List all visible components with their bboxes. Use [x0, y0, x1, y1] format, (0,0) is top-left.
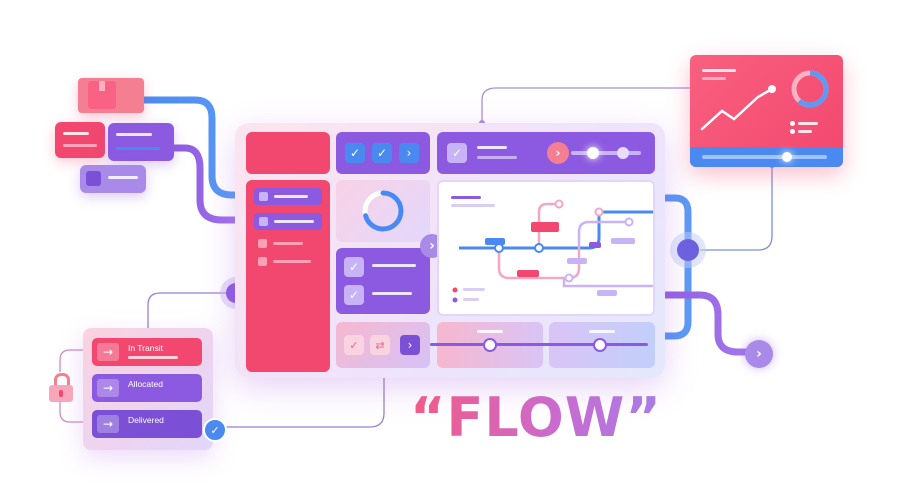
donut-chart-icon: [362, 190, 404, 232]
info-card-pink: [55, 122, 105, 158]
chevron-right-icon[interactable]: ›: [547, 142, 569, 164]
check-icon[interactable]: ✓: [344, 257, 364, 277]
chevron-right-icon[interactable]: ›: [400, 335, 420, 355]
arrow-right-icon: →: [97, 415, 119, 433]
status-label: In Transit: [128, 343, 163, 353]
list-item[interactable]: [254, 188, 322, 205]
info-card-purple: [108, 123, 174, 161]
list-item[interactable]: [258, 239, 267, 248]
connector-lock: [59, 349, 90, 423]
chevron-right-icon[interactable]: ›: [745, 340, 773, 368]
connector-dashboard-to-node: [700, 165, 773, 251]
arrow-right-icon: →: [97, 379, 119, 397]
connector-board-to-dashboard: [481, 87, 690, 123]
check-icon[interactable]: ✓: [447, 143, 467, 163]
trend-up-icon: [700, 85, 776, 131]
board-header-pink: [246, 132, 330, 174]
analytics-progress-bar: [690, 147, 843, 167]
status-in-transit[interactable]: → In Transit: [92, 338, 202, 366]
donut-card: [336, 180, 430, 242]
checklist-card: ✓ ✓: [336, 248, 430, 314]
route-map: [452, 199, 653, 303]
check-icon[interactable]: ✓: [344, 335, 364, 355]
lock-icon: [49, 373, 73, 403]
repeat-icon[interactable]: ⇄: [370, 335, 390, 355]
chevron-right-icon[interactable]: ›: [399, 143, 419, 163]
timeline-track[interactable]: [430, 343, 648, 346]
bottom-actions-card: ✓ ⇄ ›: [336, 322, 430, 368]
connector-status-to-board: [220, 378, 385, 428]
status-label: Delivered: [128, 415, 164, 425]
info-card-lavender: [80, 165, 146, 193]
status-allocated[interactable]: → Allocated: [92, 374, 202, 402]
page-title: “FLOW”: [410, 386, 662, 449]
route-map-panel: [437, 180, 655, 316]
analytics-card: [690, 55, 843, 167]
package-icon: [88, 81, 116, 109]
check-icon[interactable]: ✓: [372, 143, 392, 163]
connector-package-to-list: [136, 96, 254, 199]
check-icon[interactable]: ✓: [203, 418, 227, 442]
list-item[interactable]: [254, 213, 322, 230]
connector-node-to-status: [147, 292, 236, 328]
status-label: Allocated: [128, 379, 163, 389]
connector-cards-to-list: [166, 144, 254, 224]
donut-chart-icon: [791, 70, 829, 108]
timeline-node[interactable]: [483, 338, 497, 352]
check-icon[interactable]: ✓: [344, 285, 364, 305]
list-item[interactable]: [258, 257, 267, 266]
status-delivered[interactable]: → Delivered: [92, 410, 202, 438]
bulk-actions-bar: ✓ ✓ ›: [336, 132, 430, 174]
connector-purple-exit: [644, 291, 752, 356]
timeline-node[interactable]: [593, 338, 607, 352]
progress-track[interactable]: [571, 151, 641, 155]
package-card: [78, 78, 144, 113]
progress-card: ✓ ›: [437, 132, 655, 174]
board-sidebar-list: [246, 180, 330, 372]
check-icon[interactable]: ✓: [345, 143, 365, 163]
arrow-right-icon: →: [97, 343, 119, 361]
